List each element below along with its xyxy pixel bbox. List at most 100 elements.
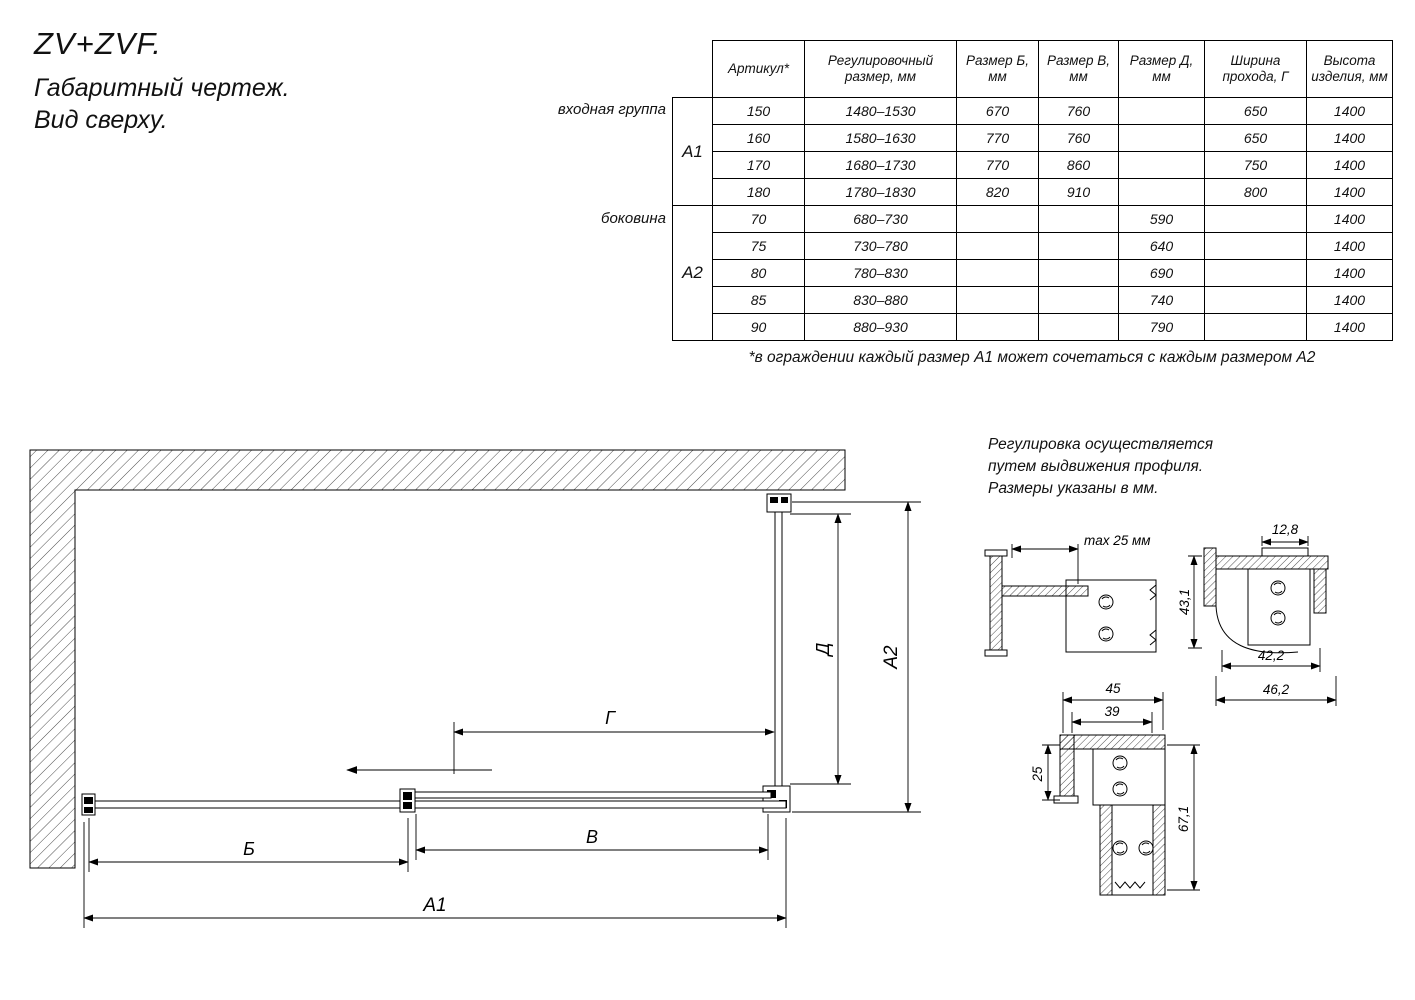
table-cell: 780–830 [804,259,957,287]
table-cell: 70 [712,205,805,233]
table-cell: 880–930 [804,313,957,341]
table-cell [956,313,1039,341]
product-title: ZV+ZVF. [34,26,162,61]
table-cell: 1680–1730 [804,151,957,179]
column-header: Высота изделия, мм [1306,40,1393,98]
table-cell: 770 [956,151,1039,179]
table-corner-blank [673,41,713,98]
table-cell: 1400 [1306,259,1393,287]
table-cell [956,232,1039,260]
table-cell: 150 [712,97,805,125]
table-cell: 790 [1118,313,1205,341]
table-cell: 860 [1038,151,1119,179]
table-cell [1204,286,1307,314]
dim-label-45: 45 [1105,681,1121,696]
table-cell [956,205,1039,233]
table-cell [1038,232,1119,260]
table-cell: 1400 [1306,205,1393,233]
table-cell: 1400 [1306,124,1393,152]
table-cell: 180 [712,178,805,206]
column-header: Ширина прохода, Г [1204,40,1307,98]
spec-table: Артикул*Регулировочный размер, мм Размер … [672,40,1393,341]
table-cell: 1400 [1306,232,1393,260]
article-cell: А1 [672,97,713,206]
plan-dimensions: Д А2 Г Б В А1 [83,501,921,928]
table-cell: 670 [956,97,1039,125]
dim-label-43-1: 43,1 [1177,589,1192,615]
dim-label-25: 25 [1030,766,1045,783]
table-cell: 590 [1118,205,1205,233]
adjustment-note: Регулировка осуществляется путем выдвиже… [988,434,1213,500]
table-cell [1118,178,1205,206]
dim-label-46-2: 46,2 [1263,682,1290,697]
column-header: Регулировочный размер, мм [804,40,957,98]
table-cell: 85 [712,286,805,314]
table-cell: 760 [1038,97,1119,125]
table-cell [1204,232,1307,260]
side-panel [762,493,792,813]
table-cell [1038,313,1119,341]
wall-hatching [29,449,846,869]
table-cell: 650 [1204,124,1307,152]
table-cell [1038,286,1119,314]
technical-drawing: Д А2 Г Б В А1 max 25 мм [29,449,1337,928]
dim-label-42-2: 42,2 [1258,648,1285,663]
table-cell: 830–880 [804,286,957,314]
table-cell: 730–780 [804,232,957,260]
dim-label-39: 39 [1104,704,1120,719]
column-header: Размер Д, мм [1118,40,1205,98]
dim-label-g: Г [605,708,616,728]
table-cell: 910 [1038,178,1119,206]
drawing-type-label: Габаритный чертеж. [34,74,290,102]
table-cell [1204,259,1307,287]
entrance-group [81,766,787,816]
table-cell: 1480–1530 [804,97,957,125]
dim-label-a2: А2 [881,645,902,670]
table-cell [956,259,1039,287]
dim-label-max25: max 25 мм [1084,533,1151,548]
table-cell [1118,151,1205,179]
column-header: Размер В, мм [1038,40,1119,98]
table-cell: 750 [1204,151,1307,179]
dim-label-v: В [586,827,598,847]
dim-label-12-8: 12,8 [1272,522,1299,537]
table-cell: 760 [1038,124,1119,152]
adjustment-note-line2: путем выдвижения профиля. [988,458,1204,475]
table-cell: 820 [956,178,1039,206]
table-cell: 1400 [1306,313,1393,341]
table-cell [1204,205,1307,233]
group-label-entrance: входная группа [557,101,666,118]
table-cell: 1400 [1306,151,1393,179]
table-cell [956,286,1039,314]
table-cell: 1400 [1306,178,1393,206]
table-footnote: *в ограждении каждый размер А1 может соч… [748,349,1316,366]
table-cell: 1580–1630 [804,124,957,152]
table-cell [1118,124,1205,152]
table-cell: 170 [712,151,805,179]
table-cell [1118,97,1205,125]
table-cell: 160 [712,124,805,152]
dim-label-67-1: 67,1 [1176,806,1191,832]
table-cell: 650 [1204,97,1307,125]
table-cell [1038,259,1119,287]
group-label-side: боковина [601,210,666,227]
dim-label-d: Д [813,642,833,657]
table-cell: 80 [712,259,805,287]
table-cell: 690 [1118,259,1205,287]
profile-detail-adjustment: max 25 мм [984,533,1157,657]
column-header: Артикул* [712,40,805,98]
table-cell: 90 [712,313,805,341]
table-cell [1038,205,1119,233]
dim-label-b: Б [243,839,255,859]
table-cell: 640 [1118,232,1205,260]
